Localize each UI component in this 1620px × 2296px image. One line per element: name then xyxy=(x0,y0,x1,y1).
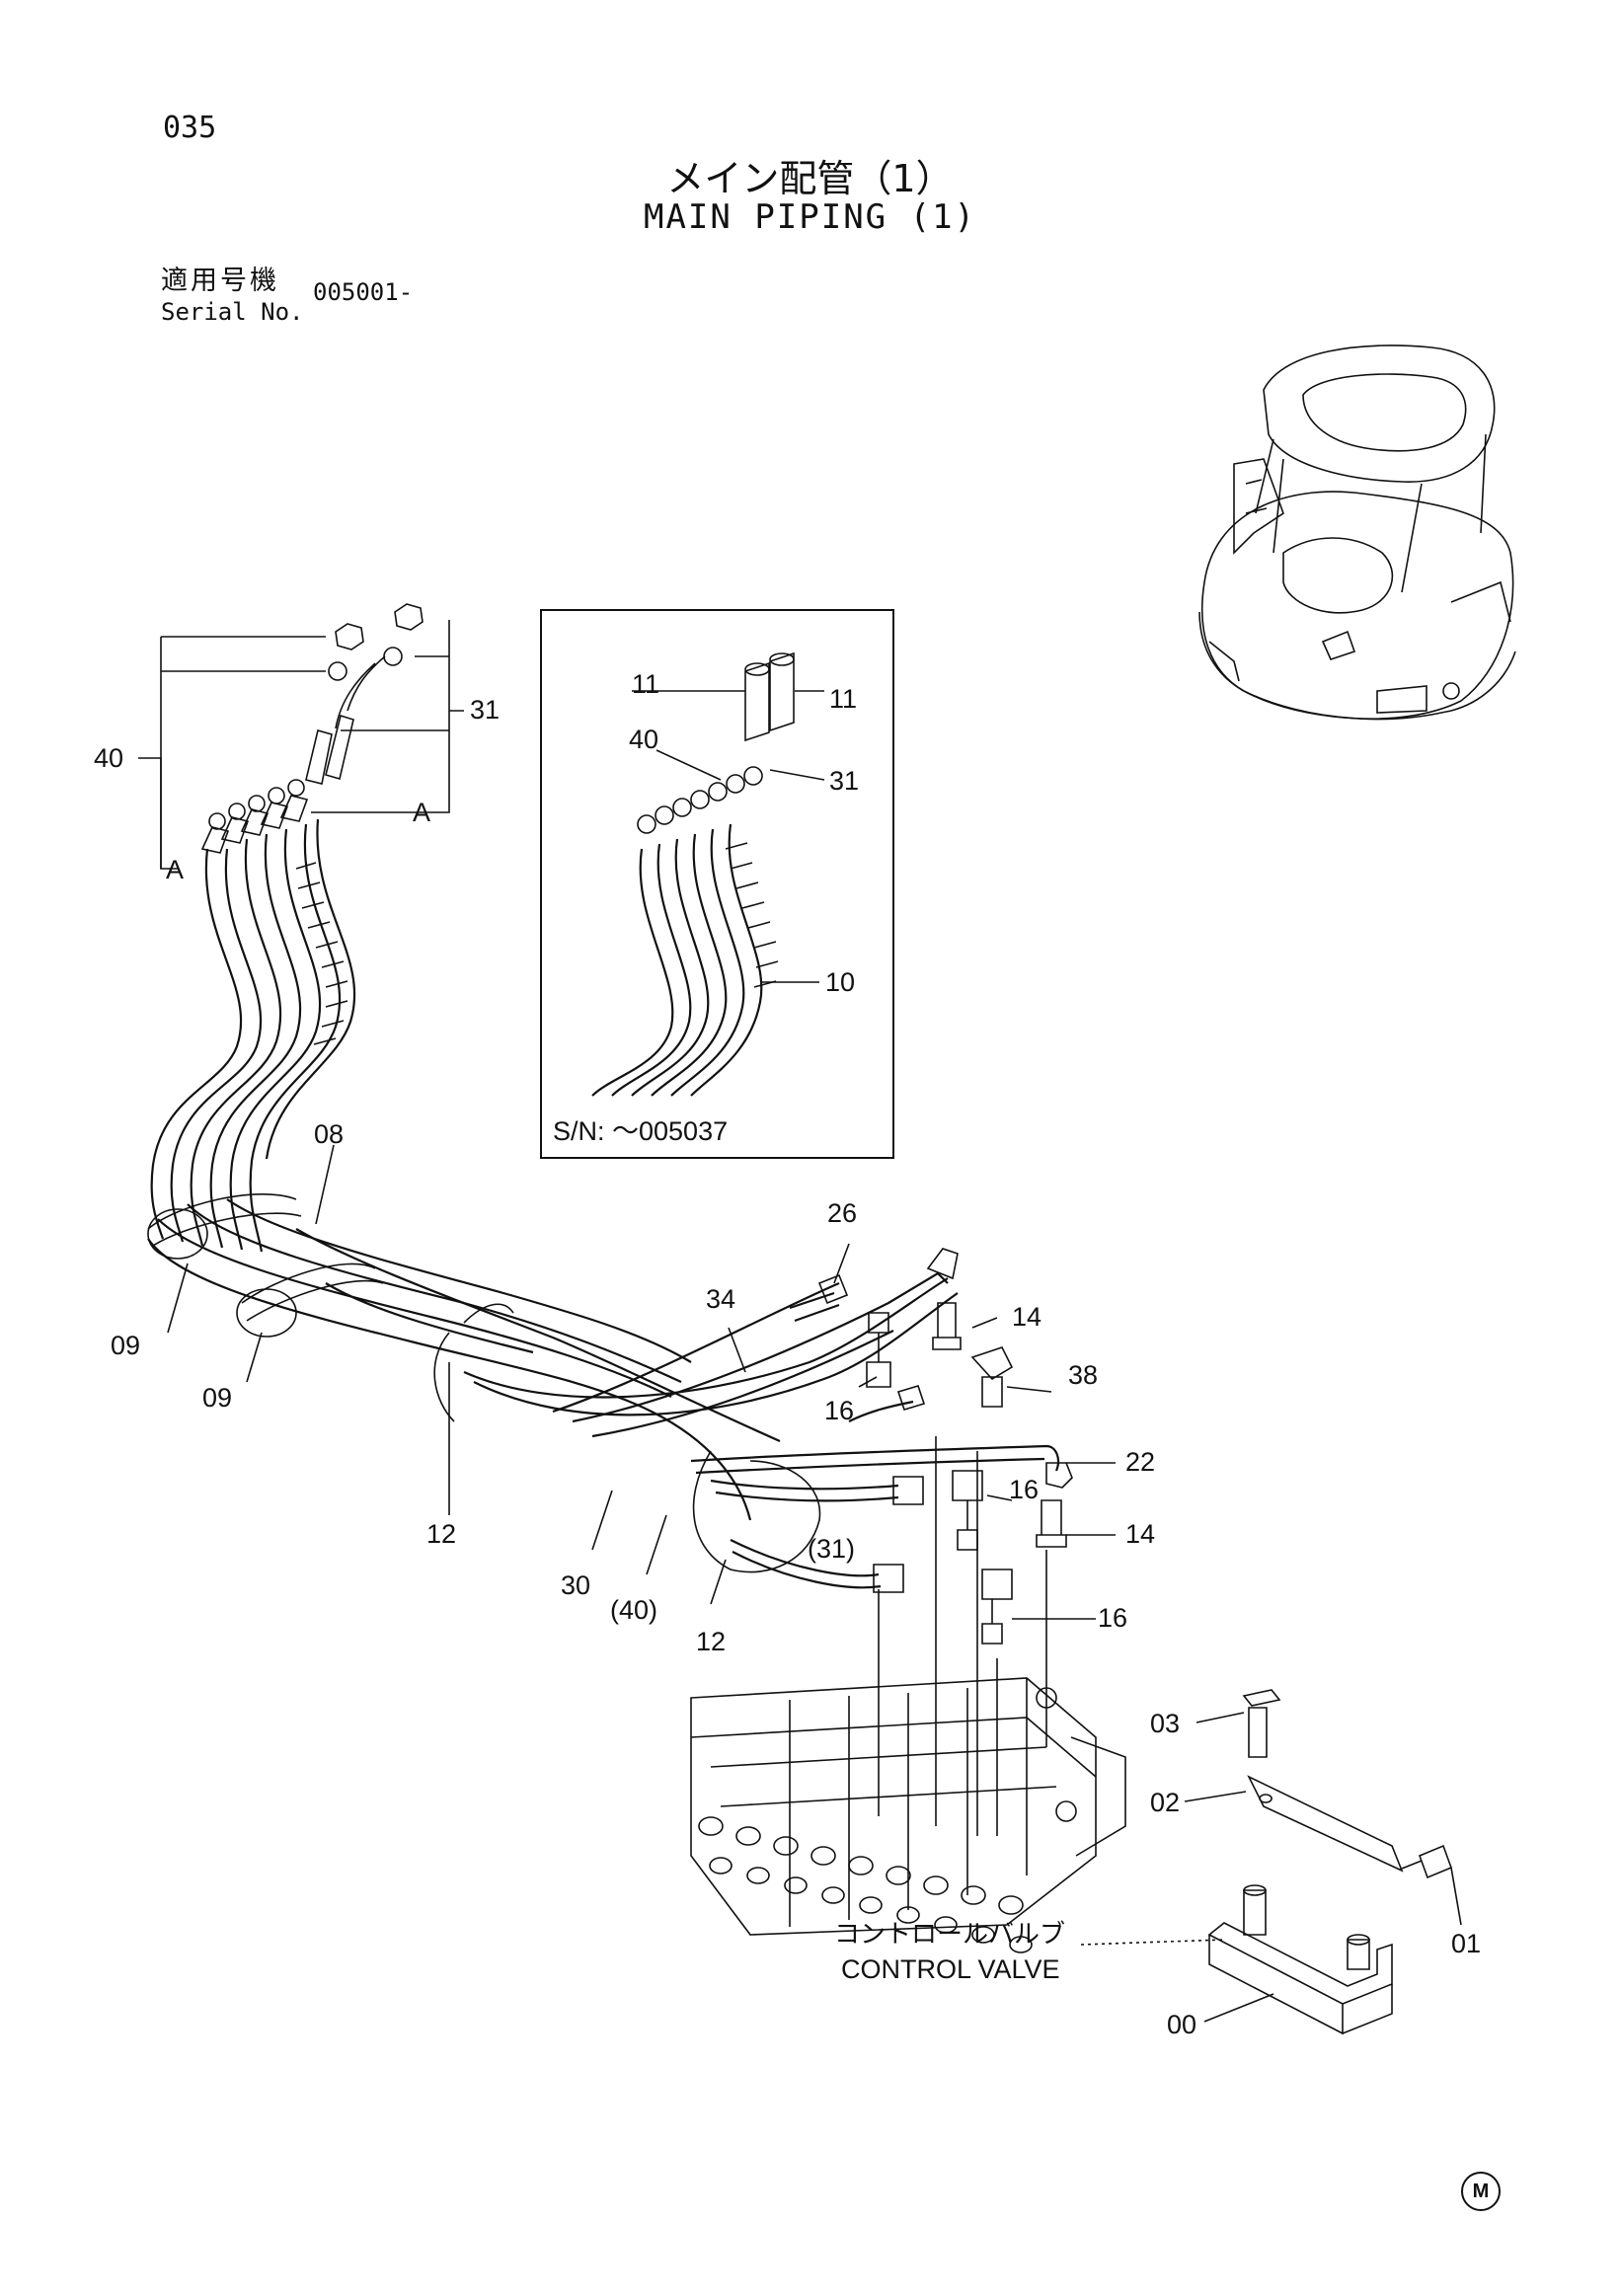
excavator-thumbnail xyxy=(1198,344,1516,721)
control-valve-label-japanese: コントロールバルブ xyxy=(834,1919,1065,1949)
callout-16-middle: 16 xyxy=(1009,1475,1039,1504)
inset-earlier-serial xyxy=(540,609,894,1159)
callout-31: 31 xyxy=(470,695,500,725)
callout-11-left: 11 xyxy=(632,669,659,699)
callout-00: 00 xyxy=(1167,2010,1196,2039)
callout-40-inset: 40 xyxy=(629,725,658,754)
serial-label-japanese: 適用号機 xyxy=(161,266,279,296)
callout-01: 01 xyxy=(1451,1929,1481,1958)
title-japanese: メイン配管（1） xyxy=(666,157,954,200)
callout-12-left: 12 xyxy=(426,1519,456,1549)
callout-38: 38 xyxy=(1068,1360,1098,1390)
callout-26: 26 xyxy=(827,1198,857,1228)
valve-port xyxy=(998,1895,1024,1915)
leader-lines xyxy=(138,620,1462,2023)
callout-40-parenthesized: (40) xyxy=(610,1595,657,1625)
circled-m-mark: M xyxy=(1461,2172,1501,2211)
title-english: MAIN PIPING (1) xyxy=(643,197,977,237)
valve-port xyxy=(810,1846,836,1866)
callout-14-top: 14 xyxy=(1012,1302,1041,1332)
valve-port xyxy=(709,1857,733,1875)
valve-port xyxy=(1009,1936,1033,1953)
callout-03: 03 xyxy=(1150,1709,1180,1738)
valve-port xyxy=(735,1826,761,1846)
valve-port xyxy=(886,1866,911,1885)
serial-label-english: Serial No. xyxy=(161,298,304,326)
callout-22: 22 xyxy=(1125,1447,1155,1477)
callout-30: 30 xyxy=(561,1570,590,1600)
valve-port xyxy=(698,1816,724,1836)
valve-port xyxy=(773,1836,799,1856)
callout-02: 02 xyxy=(1150,1788,1180,1817)
callout-40: 40 xyxy=(94,743,123,773)
valve-port xyxy=(784,1876,808,1894)
valve-port xyxy=(934,1916,958,1934)
callout-a-right: A xyxy=(413,798,430,827)
callout-10: 10 xyxy=(825,967,855,997)
valve-bracket xyxy=(1207,1689,1453,2035)
valve-port xyxy=(859,1896,883,1914)
main-hose-bundle xyxy=(147,603,821,1573)
valve-port xyxy=(923,1875,949,1895)
callout-16-bottom: 16 xyxy=(1098,1603,1127,1633)
callout-09-left: 09 xyxy=(111,1331,140,1360)
control-valve-label-english: CONTROL VALVE xyxy=(841,1954,1060,1984)
callout-31-parenthesized: (31) xyxy=(808,1534,855,1564)
callout-31-inset: 31 xyxy=(829,766,859,796)
callout-08: 08 xyxy=(314,1119,344,1149)
callout-a-left: A xyxy=(166,855,184,884)
valve-port xyxy=(971,1926,995,1944)
callout-11-right: 11 xyxy=(829,684,857,714)
right-piping xyxy=(463,1248,1073,1836)
callout-12-right: 12 xyxy=(696,1627,726,1656)
callout-14-bottom: 14 xyxy=(1125,1519,1155,1549)
callout-09-right: 09 xyxy=(202,1383,232,1413)
page-number: 035 xyxy=(163,111,217,145)
inset-serial-note: S/N: ～005037 xyxy=(553,1116,728,1146)
callout-16-left: 16 xyxy=(824,1396,854,1425)
callout-labels: 40 31 A A 08 09 09 12 30 (40) 12 (31) 26… xyxy=(94,669,1481,2039)
valve-port xyxy=(961,1885,986,1905)
valve-port xyxy=(821,1886,845,1904)
serial-number-value: 005001- xyxy=(313,278,414,306)
control-valve xyxy=(690,1677,1126,1953)
callout-34: 34 xyxy=(706,1284,735,1314)
valve-port xyxy=(848,1856,874,1875)
valve-port xyxy=(746,1867,770,1884)
